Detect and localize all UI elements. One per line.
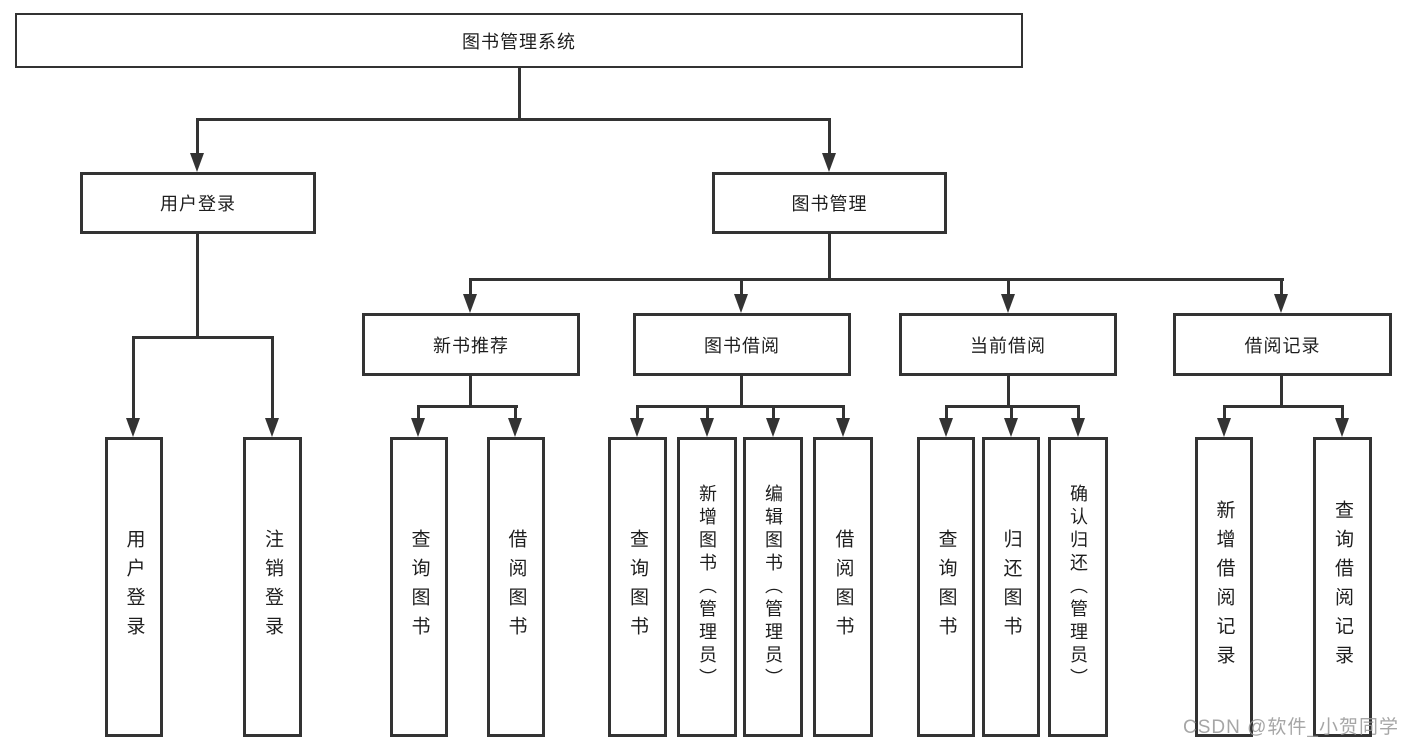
leaf-logout: 注销登录 (243, 437, 302, 737)
connector-arrow-stem (772, 405, 775, 421)
leaf-query-books-borrowing: 查询图书 (608, 437, 667, 737)
node-label: 图书管理系统 (462, 31, 576, 52)
arrowhead-down-icon (1217, 418, 1231, 437)
leaf-label: 查询图书 (408, 529, 430, 645)
leaf-add-book-admin: 新增图书（管理员） (677, 437, 737, 737)
connector-user-login-stem (196, 234, 199, 339)
connector-borrowing-stem (740, 376, 743, 407)
connector-arrow-stem (842, 405, 845, 421)
arrowhead-down-icon (1274, 294, 1288, 313)
arrowhead-down-icon (822, 153, 836, 172)
leaf-edit-book-admin: 编辑图书（管理员） (743, 437, 803, 737)
connector-arrow-stem (740, 278, 743, 298)
connector-arrow-stem (1077, 405, 1080, 421)
arrowhead-down-icon (1001, 294, 1015, 313)
node-borrowing-records: 借阅记录 (1173, 313, 1392, 376)
connector-arrow-stem (1280, 278, 1283, 298)
connector-arrow-stem (1010, 405, 1013, 421)
connector-root-stem (518, 68, 521, 120)
node-library-management-system: 图书管理系统 (15, 13, 1023, 68)
leaf-label: 借阅图书 (505, 529, 527, 645)
leaf-label: 编辑图书（管理员） (763, 483, 783, 691)
node-label: 新书推荐 (433, 335, 509, 356)
connector-level2-branch (470, 278, 1284, 281)
connector-book-management-stem (828, 234, 831, 280)
node-label: 图书管理 (791, 194, 868, 214)
connector-recommend-stem (469, 376, 472, 407)
leaf-confirm-return-admin: 确认归还（管理员） (1048, 437, 1108, 737)
connector-arrow-stem (132, 336, 135, 422)
arrowhead-down-icon (463, 294, 477, 313)
connector-arrow-stem (636, 405, 639, 421)
leaf-query-borrow-record: 查询借阅记录 (1313, 437, 1372, 737)
leaf-query-books-recommend: 查询图书 (390, 437, 448, 737)
node-new-book-recommendation: 新书推荐 (362, 313, 580, 376)
node-label: 借阅记录 (1244, 335, 1321, 356)
connector-arrow-stem (706, 405, 709, 421)
leaf-query-books-current: 查询图书 (917, 437, 975, 737)
leaf-label: 借阅图书 (832, 529, 854, 645)
leaf-label: 确认归还（管理员） (1068, 483, 1088, 691)
leaf-label: 用户登录 (123, 529, 145, 645)
arrowhead-down-icon (766, 418, 780, 437)
arrowhead-down-icon (126, 418, 140, 437)
connector-arrow-stem (945, 405, 948, 421)
arrowhead-down-icon (939, 418, 953, 437)
arrowhead-down-icon (700, 418, 714, 437)
connector-records-branch (1224, 405, 1344, 408)
leaf-label: 归还图书 (1000, 529, 1022, 645)
connector-arrow-stem (469, 278, 472, 298)
node-label: 图书借阅 (704, 335, 780, 356)
connector-arrow-stem (196, 118, 199, 156)
node-current-borrowing: 当前借阅 (899, 313, 1117, 376)
arrowhead-down-icon (265, 418, 279, 437)
arrowhead-down-icon (1071, 418, 1085, 437)
node-label: 当前借阅 (970, 335, 1046, 356)
node-label: 用户登录 (160, 194, 236, 214)
node-book-borrowing: 图书借阅 (633, 313, 851, 376)
leaf-borrow-books: 借阅图书 (813, 437, 873, 737)
leaf-user-login: 用户登录 (105, 437, 163, 737)
connector-recommend-branch (418, 405, 518, 408)
arrowhead-down-icon (630, 418, 644, 437)
connector-user-login-branch (133, 336, 274, 339)
connector-arrow-stem (1223, 405, 1226, 421)
arrowhead-down-icon (734, 294, 748, 313)
node-user-login: 用户登录 (80, 172, 316, 234)
arrowhead-down-icon (508, 418, 522, 437)
leaf-label: 查询借阅记录 (1332, 500, 1353, 674)
connector-arrow-stem (417, 405, 420, 421)
connector-arrow-stem (828, 118, 831, 156)
arrowhead-down-icon (1335, 418, 1349, 437)
watermark-csdn: CSDN @软件_小贺同学 (1183, 717, 1399, 738)
leaf-label: 注销登录 (262, 529, 283, 645)
leaf-add-borrow-record: 新增借阅记录 (1195, 437, 1253, 737)
connector-records-stem (1280, 376, 1283, 407)
leaf-return-books: 归还图书 (982, 437, 1040, 737)
connector-arrow-stem (514, 405, 517, 421)
connector-borrowing-branch (636, 405, 845, 408)
connector-current-stem (1007, 376, 1010, 407)
node-book-management: 图书管理 (712, 172, 947, 234)
connector-arrow-stem (1341, 405, 1344, 421)
leaf-borrow-books-recommend: 借阅图书 (487, 437, 545, 737)
leaf-label: 新增借阅记录 (1213, 500, 1235, 674)
connector-level1-branch (197, 118, 831, 121)
connector-arrow-stem (1007, 278, 1010, 298)
leaf-label: 查询图书 (627, 529, 648, 645)
leaf-label: 新增图书（管理员） (697, 483, 717, 691)
arrowhead-down-icon (411, 418, 425, 437)
arrowhead-down-icon (1004, 418, 1018, 437)
leaf-label: 查询图书 (935, 529, 957, 645)
arrowhead-down-icon (836, 418, 850, 437)
connector-arrow-stem (271, 336, 274, 422)
arrowhead-down-icon (190, 153, 204, 172)
